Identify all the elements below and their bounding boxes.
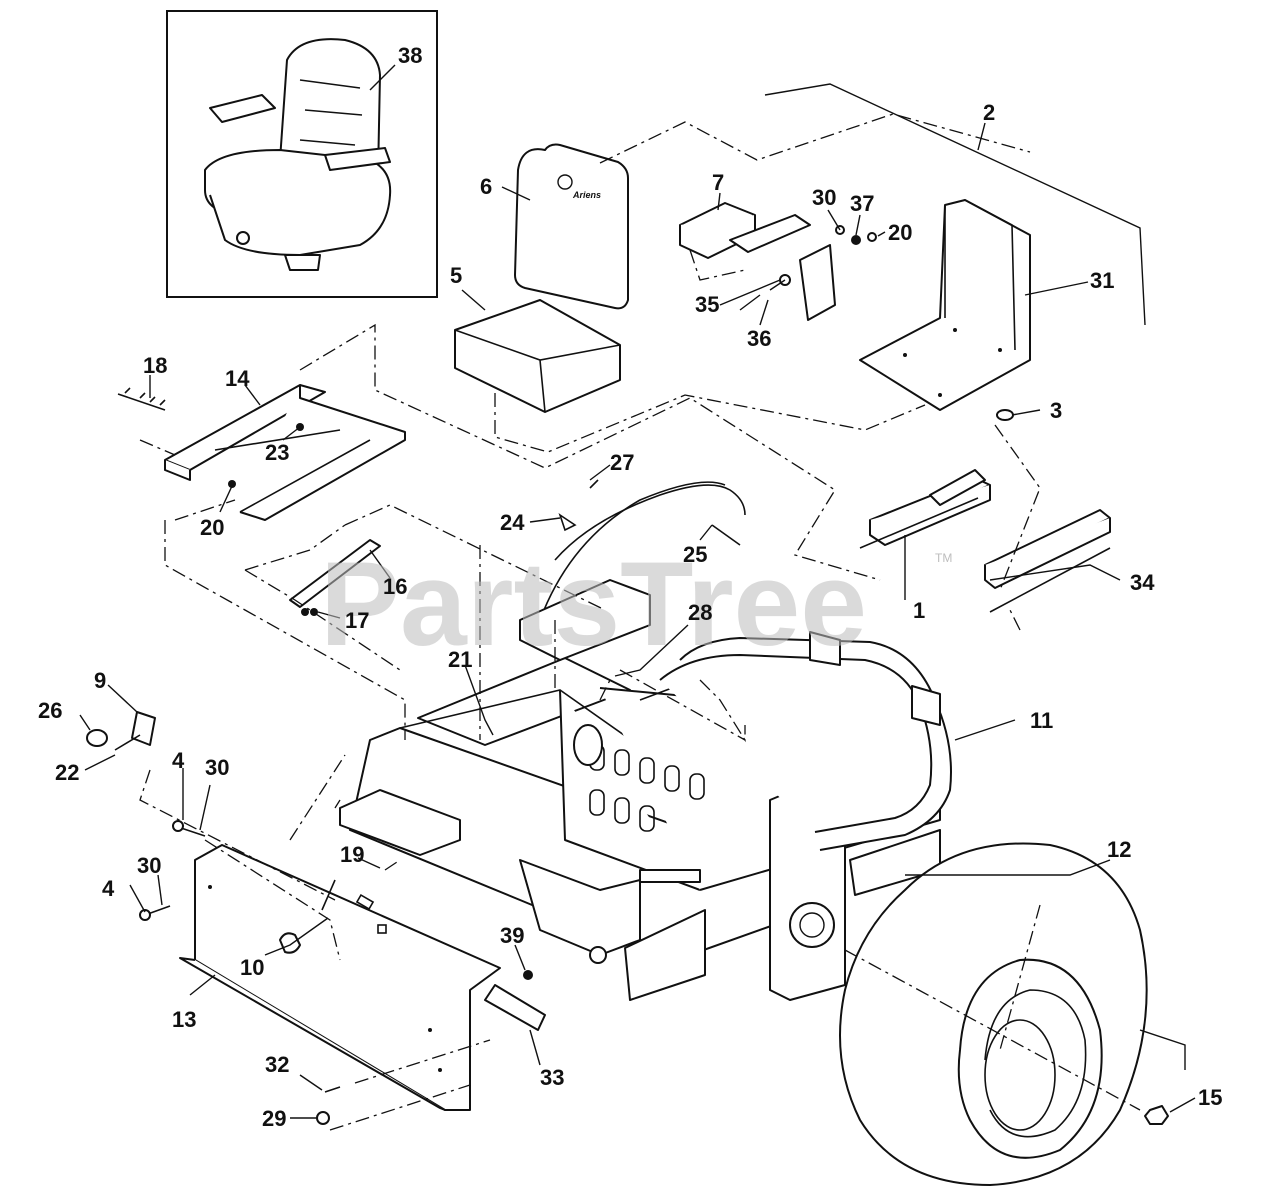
callout-38: 38: [398, 43, 422, 68]
svg-text:Ariens: Ariens: [572, 190, 601, 200]
callout-31: 31: [1090, 268, 1114, 293]
callout-36: 36: [747, 326, 771, 351]
callout-29: 29: [262, 1106, 286, 1131]
callout-26: 26: [38, 698, 62, 723]
callout-19: 19: [340, 842, 364, 867]
callout-20: 20: [888, 220, 912, 245]
callout-27: 27: [610, 450, 634, 475]
callout-33: 33: [540, 1065, 564, 1090]
partstree-watermark: PartsTree TM: [320, 537, 952, 671]
callout-25: 25: [683, 542, 707, 567]
front-plate: [86, 711, 546, 1125]
callout-13: 13: [172, 1007, 196, 1032]
assembly-lines: [139, 113, 1141, 1131]
ariens-logo: Ariens: [557, 174, 601, 200]
seat-frame: [117, 384, 406, 521]
leader-lines: [79, 64, 1196, 1119]
callout-21: 21: [448, 647, 472, 672]
seat-inset: [166, 10, 438, 298]
callout-24: 24: [500, 510, 525, 535]
callout-39: 39: [500, 923, 524, 948]
callout-7: 7: [712, 170, 724, 195]
seat-assembly: Ariens: [454, 143, 1031, 421]
callout-37: 37: [850, 191, 874, 216]
callout-15: 15: [1198, 1085, 1222, 1110]
callout-10: 10: [240, 955, 264, 980]
callout-1: 1: [913, 598, 925, 623]
seat-rails: [859, 469, 1111, 613]
callout-18: 18: [143, 353, 167, 378]
callout-20: 20: [200, 515, 224, 540]
callout-5: 5: [450, 263, 462, 288]
callout-4: 4: [172, 748, 185, 773]
callout-14: 14: [225, 366, 250, 391]
callout-6: 6: [480, 174, 492, 199]
callout-22: 22: [55, 760, 79, 785]
callout-9: 9: [94, 668, 106, 693]
callout-34: 34: [1130, 570, 1155, 595]
callout-numbers: 38 2 6 7 30 37 20 31 5 35 36 3 18 14 23 …: [38, 43, 1222, 1131]
callout-23: 23: [265, 440, 289, 465]
callout-30: 30: [205, 755, 229, 780]
callout-30: 30: [137, 853, 161, 878]
svg-text:PartsTree: PartsTree: [320, 537, 867, 671]
callout-32: 32: [265, 1052, 289, 1077]
callout-17: 17: [345, 608, 369, 633]
callout-28: 28: [688, 600, 712, 625]
callout-30: 30: [812, 185, 836, 210]
svg-text:TM: TM: [935, 551, 952, 565]
callout-35: 35: [695, 292, 719, 317]
callout-12: 12: [1107, 837, 1131, 862]
callout-11: 11: [1030, 708, 1053, 733]
callout-16: 16: [383, 574, 407, 599]
callout-3: 3: [1050, 398, 1062, 423]
cables: [539, 479, 746, 621]
rear-tire: [839, 842, 1169, 1186]
callout-4: 4: [102, 876, 115, 901]
callout-2: 2: [983, 100, 995, 125]
